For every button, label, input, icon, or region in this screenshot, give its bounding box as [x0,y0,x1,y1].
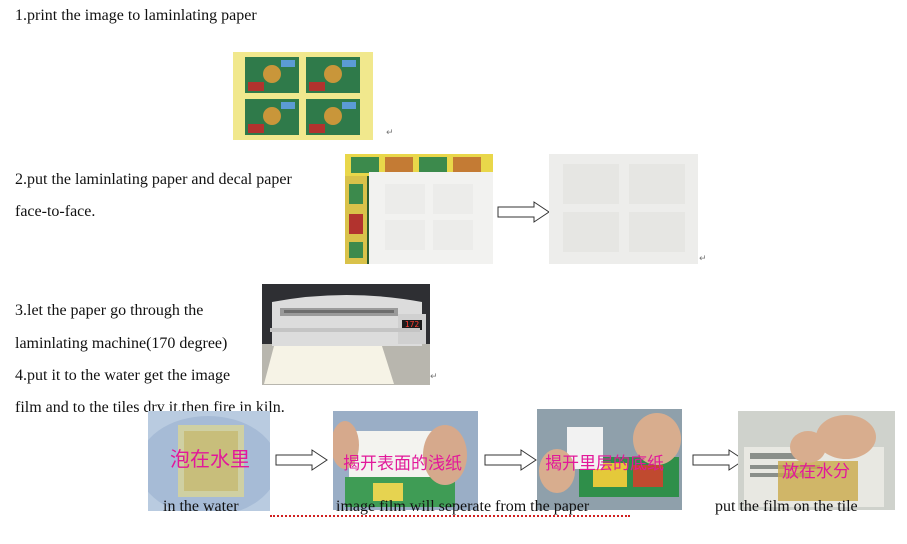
paragraph-mark: ↵ [699,254,707,264]
spellcheck-underline [270,513,630,517]
film-on-tile-image [738,411,895,510]
step-3-text-line2: laminlating machine(170 degree) [15,335,228,352]
laminated-sheet-photo [549,154,698,264]
caption-in-the-water: in the water [163,498,239,515]
step-1-text: 1.print the image to laminlating paper [15,7,257,24]
caption-film-separate: image film will seperate from the paper [336,498,590,515]
water-soak-photo: 泡在水里 [148,411,270,511]
overlay-label-2: 揭开表面的浅纸 [343,454,462,474]
paper-overlap-photo [345,154,493,264]
decal-sheet-image [233,52,373,140]
decal-sheet-photo [233,52,373,140]
peel-backing-image [537,409,682,510]
paragraph-mark: ↵ [386,128,394,138]
temperature-display: 172 [404,320,420,329]
laminated-sheet-image [549,154,698,264]
step-2-text-line1: 2.put the laminlating paper and decal pa… [15,171,292,188]
step-3-text-line1: 3.let the paper go through the [15,302,204,319]
paper-overlap-image [345,154,493,264]
laminating-machine-image [262,284,430,385]
arrow-right-icon [275,449,328,471]
water-soak-image [148,411,270,511]
overlay-label-4: 放在水分 [782,462,850,482]
peel-surface-photo: 揭开表面的浅纸 [333,411,478,510]
caption-film-on-tile: put the film on the tile [715,498,858,515]
step-2-text-line2: face-to-face. [15,203,96,220]
laminating-machine-photo: 172 [262,284,430,385]
paragraph-mark: ↵ [430,372,438,382]
peel-backing-photo: 揭开里层的底纸 [537,409,682,510]
step-4-text-line1: 4.put it to the water get the image [15,367,231,384]
arrow-right-icon [497,201,550,223]
peel-surface-image [333,411,478,510]
overlay-label-1: 泡在水里 [170,447,250,471]
overlay-label-3: 揭开里层的底纸 [545,454,664,474]
film-on-tile-photo: 放在水分 [738,411,895,510]
arrow-right-icon [484,449,537,471]
arrow-right-icon [692,449,745,471]
